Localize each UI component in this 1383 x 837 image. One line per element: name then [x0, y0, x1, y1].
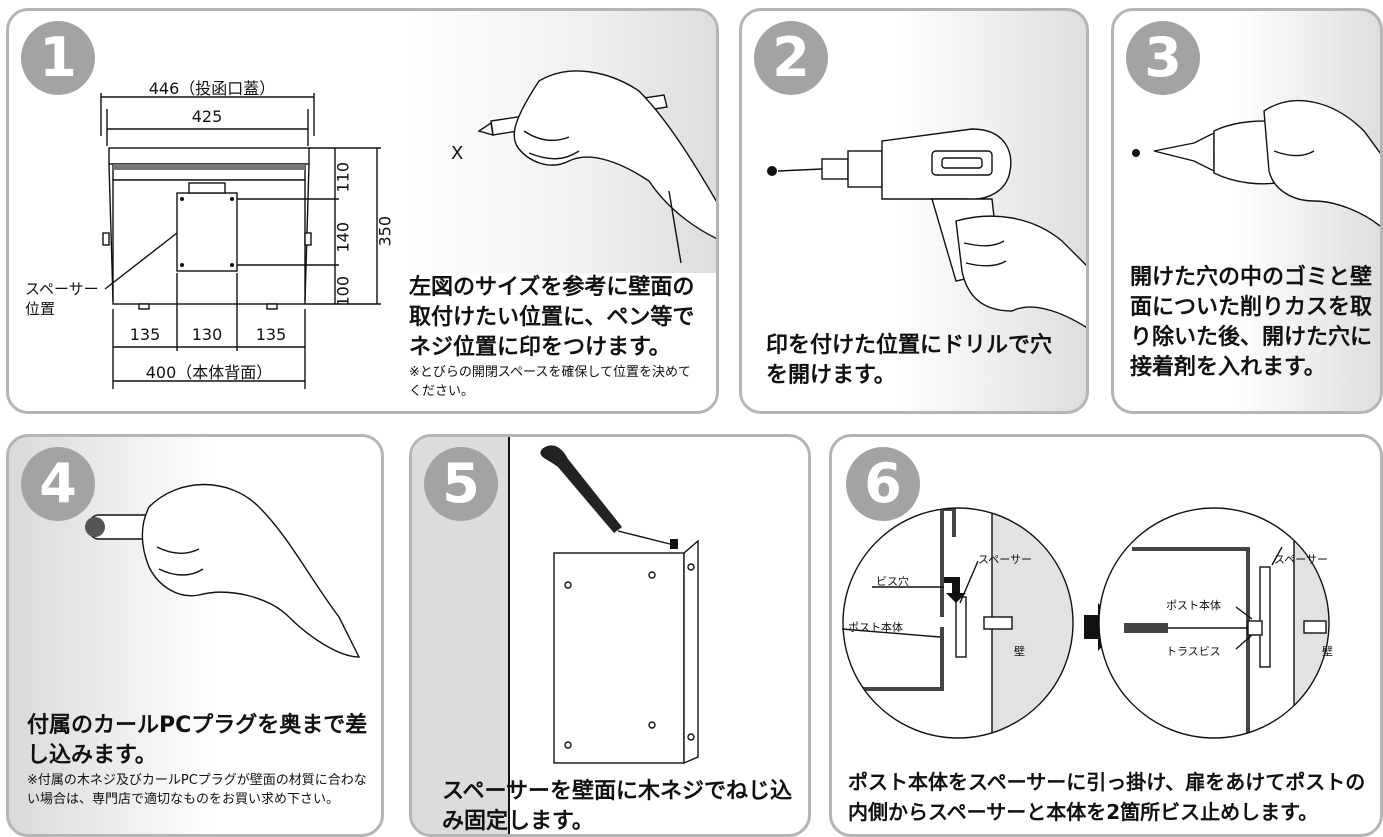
step-3-panel: 3 開けた穴の中のゴミと壁面についた削りカスを取り除いた後、開けた穴に接着剤を入…	[1111, 8, 1383, 414]
step-2-main-text: 印を付けた位置にドリルで穴を開けます。	[766, 333, 1053, 388]
drill-illustration	[767, 128, 1086, 329]
wall-edge	[508, 437, 510, 834]
label-spacer-right: スペーサー	[1274, 553, 1329, 566]
label-truss-screw: トラスビス	[1166, 645, 1221, 658]
label-wall-left: 壁	[1014, 645, 1025, 658]
step-1-main-text: 左図のサイズを参考に壁面の取付けたい位置に、ペン等でネジ位置に印をつけます。	[409, 275, 695, 360]
dim-width-bottom: 400（本体背面）	[145, 363, 273, 382]
step-2-number: 2	[754, 21, 828, 95]
spacer-position-label: スペーサー位置	[25, 280, 99, 318]
step-5-number: 5	[424, 447, 498, 521]
step-4-note: ※付属の木ネジ及びカールPCプラグが壁面の材質に合わない場合は、専門店で適切なも…	[27, 773, 367, 807]
step-3-number: 3	[1126, 21, 1200, 95]
label-wall-right: 壁	[1322, 645, 1333, 658]
adhesive-illustration	[1132, 99, 1380, 227]
step-4-panel: 4 付属のカールPCプラグを奥まで差し込みます。 ※付属の木ネジ及びカールPCプ…	[6, 434, 384, 837]
plug-insert-illustration	[85, 483, 361, 658]
step-1-number: 1	[21, 21, 95, 95]
dim-width-inner: 425	[191, 107, 223, 126]
step-1-note: ※とびらの開閉スペースを確保して位置を決めてください。	[409, 365, 691, 399]
label-post-body-left: ポスト本体	[848, 621, 903, 634]
step-1-panel: 1	[6, 8, 719, 414]
post-dimension-drawing	[100, 93, 381, 389]
step-2-panel: 2 印を付けた位置にドリルで穴を開けます。	[739, 8, 1089, 414]
dim-bottom-1: 135	[129, 325, 161, 344]
step-6-main-text: ポスト本体をスペーサーに引っ掛け、扉をあけてポストの内側からスペーサーと本体を2…	[848, 770, 1366, 824]
step-4-number: 4	[21, 447, 95, 521]
step-3-main-text: 開けた穴の中のゴミと壁面についた削りカスを取り除いた後、開けた穴に接着剤を入れま…	[1130, 265, 1373, 380]
dim-bottom-2: 130	[191, 325, 223, 344]
label-spacer-left: スペーサー	[978, 553, 1033, 566]
hand-pen-illustration	[477, 70, 716, 264]
label-screw-hole: ビス穴	[876, 575, 909, 588]
hanging-detail-left	[841, 507, 1074, 739]
step-4-main-text: 付属のカールPCプラグを奥まで差し込みます。	[27, 713, 368, 768]
pen-mark-x: X	[451, 143, 464, 164]
dim-bottom-3: 135	[255, 325, 287, 344]
hanging-detail-right	[1098, 507, 1330, 739]
step-6-panel: 6	[829, 434, 1383, 837]
step-5-main-text: スペーサーを壁面に木ネジでねじ込み固定します。	[442, 779, 793, 834]
label-post-body-right: ポスト本体	[1166, 599, 1221, 612]
spacer-screw-illustration	[540, 445, 699, 765]
dim-width-outer: 446（投函口蓋）	[148, 79, 276, 98]
step-5-panel: 5 スペーサーを壁面に木ネジでねじ込み固定します。	[409, 434, 811, 837]
step-6-number: 6	[846, 447, 920, 521]
